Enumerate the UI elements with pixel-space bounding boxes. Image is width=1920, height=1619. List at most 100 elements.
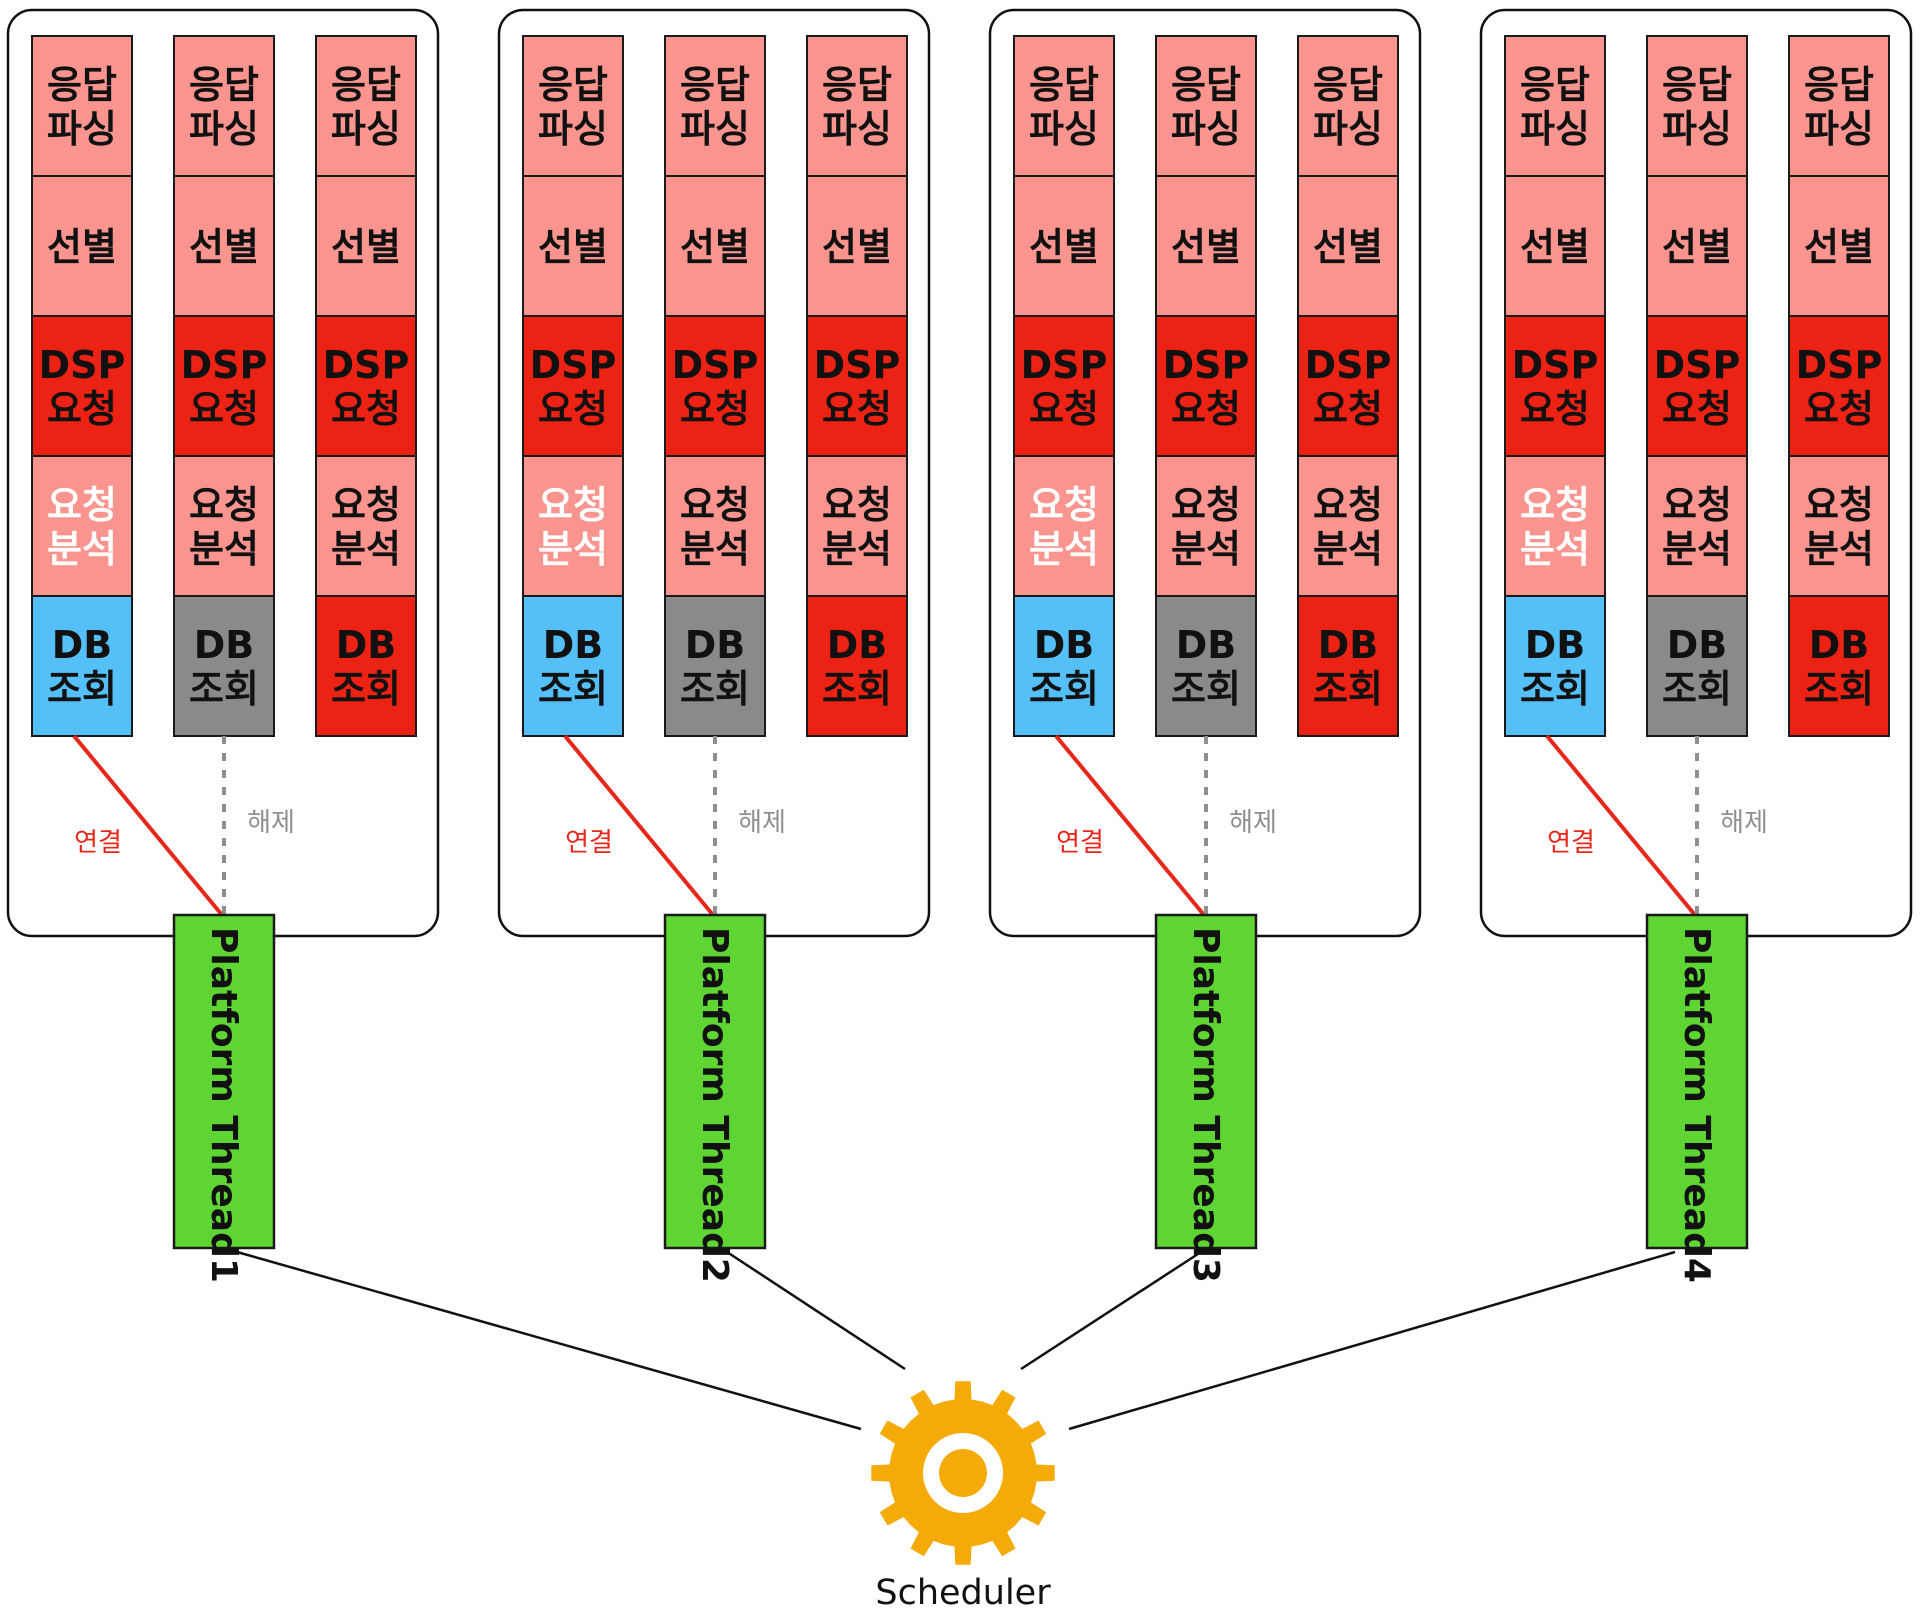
task-cell-label: 요청	[331, 387, 401, 431]
task-cell-label: 응답	[1662, 63, 1732, 107]
platform-thread-box	[172, 913, 276, 1250]
task-cell-label: 조회	[1029, 667, 1099, 711]
scheduler-link	[236, 1250, 862, 1431]
task-cell-label: 분석	[189, 527, 259, 571]
task-cell-label: 분석	[331, 527, 401, 571]
task-cell-label: 요청	[1804, 483, 1874, 527]
task-cell-label: 선별	[189, 225, 259, 269]
task-cell-label: DB	[543, 623, 604, 667]
task-cell	[31, 175, 133, 317]
task-cell-label: 선별	[1662, 225, 1732, 269]
task-cell-label: 분석	[47, 527, 117, 571]
task-cell-label: 선별	[680, 225, 750, 269]
platform-thread-box	[1645, 913, 1749, 1250]
task-cell-label: 요청	[189, 387, 259, 431]
task-cell-label: DSP	[1512, 343, 1599, 387]
task-cell	[1504, 595, 1606, 737]
task-cell-label: 조회	[1662, 667, 1732, 711]
task-cell-label: 조회	[1313, 667, 1383, 711]
task-cell-label: 요청	[1662, 483, 1732, 527]
task-cell-label: 조회	[1804, 667, 1874, 711]
task-cell-label: 파싱	[1313, 107, 1383, 151]
task-cell-label: 요청	[1520, 387, 1590, 431]
task-cell-label: 선별	[1313, 225, 1383, 269]
task-cell	[315, 175, 417, 317]
task-cell	[315, 455, 417, 597]
task-cell-label: 조회	[1520, 667, 1590, 711]
task-cell-label: 조회	[331, 667, 401, 711]
task-cell	[522, 455, 624, 597]
task-cell-label: 파싱	[1662, 107, 1732, 151]
task-cell-label: 요청	[1313, 387, 1383, 431]
task-cell	[664, 35, 766, 177]
task-cell	[1788, 175, 1890, 317]
task-cell-label: 요청	[822, 387, 892, 431]
connect-line	[1545, 734, 1697, 917]
task-cell-label: 응답	[1313, 63, 1383, 107]
task-cell-label: 요청	[538, 387, 608, 431]
task-cell-label: 조회	[822, 667, 892, 711]
task-cell-label: 요청	[1662, 387, 1732, 431]
task-cell	[1788, 315, 1890, 457]
task-cell	[522, 175, 624, 317]
task-cell-label: 파싱	[47, 107, 117, 151]
task-cell-label: 요청	[1804, 387, 1874, 431]
task-cell-label: 분석	[1520, 527, 1590, 571]
task-cell-label: 응답	[331, 63, 401, 107]
task-cell	[1646, 455, 1748, 597]
task-cell	[1504, 455, 1606, 597]
task-cell	[1013, 175, 1115, 317]
thread-group: 응답파싱선별DSP요청요청분석DB조회응답파싱선별DSP요청요청분석DB조회응답…	[497, 8, 931, 1283]
task-cell-label: 응답	[822, 63, 892, 107]
task-cell-label: 파싱	[331, 107, 401, 151]
task-cell	[522, 595, 624, 737]
connect-line	[563, 734, 715, 917]
task-cell-label: 선별	[47, 225, 117, 269]
task-cell	[1297, 175, 1399, 317]
task-cell	[806, 175, 908, 317]
platform-thread: Platform Thread4	[1645, 913, 1749, 1283]
platform-thread-box	[1154, 913, 1258, 1250]
platform-thread-box	[663, 913, 767, 1250]
release-label: 해제	[1229, 808, 1277, 838]
task-cell-label: 응답	[538, 63, 608, 107]
task-cell	[315, 595, 417, 737]
task-cell-label: DB	[1034, 623, 1095, 667]
task-cell	[315, 315, 417, 457]
platform-thread: Platform Thread1	[172, 913, 276, 1283]
task-cell-label: 요청	[1171, 483, 1241, 527]
task-cell-label: DB	[1318, 623, 1379, 667]
task-cell-label: 요청	[189, 483, 259, 527]
task-cell	[522, 35, 624, 177]
task-cell	[1297, 35, 1399, 177]
connect-label: 연결	[565, 828, 613, 858]
task-cell-label: 응답	[1520, 63, 1590, 107]
task-cell	[664, 455, 766, 597]
task-cell	[1788, 35, 1890, 177]
task-cell-label: 분석	[822, 527, 892, 571]
task-cell-label: 요청	[1520, 483, 1590, 527]
task-cell-label: 선별	[538, 225, 608, 269]
task-cell-label: 요청	[680, 387, 750, 431]
task-cell	[1155, 315, 1257, 457]
task-cell	[1788, 455, 1890, 597]
task-cell-label: DSP	[39, 343, 126, 387]
task-cell-label: 분석	[538, 527, 608, 571]
task-cell-label: 응답	[1171, 63, 1241, 107]
platform-thread-label: Platform Thread2	[694, 927, 735, 1283]
gear-icon	[871, 1381, 1055, 1565]
task-cell-label: 요청	[1029, 387, 1099, 431]
task-cell	[173, 315, 275, 457]
task-cell-label: 파싱	[189, 107, 259, 151]
gear-hub	[939, 1449, 987, 1497]
task-cell	[1013, 455, 1115, 597]
task-cell-label: 요청	[822, 483, 892, 527]
task-cell-label: 파싱	[1804, 107, 1874, 151]
task-cell-label: 응답	[680, 63, 750, 107]
